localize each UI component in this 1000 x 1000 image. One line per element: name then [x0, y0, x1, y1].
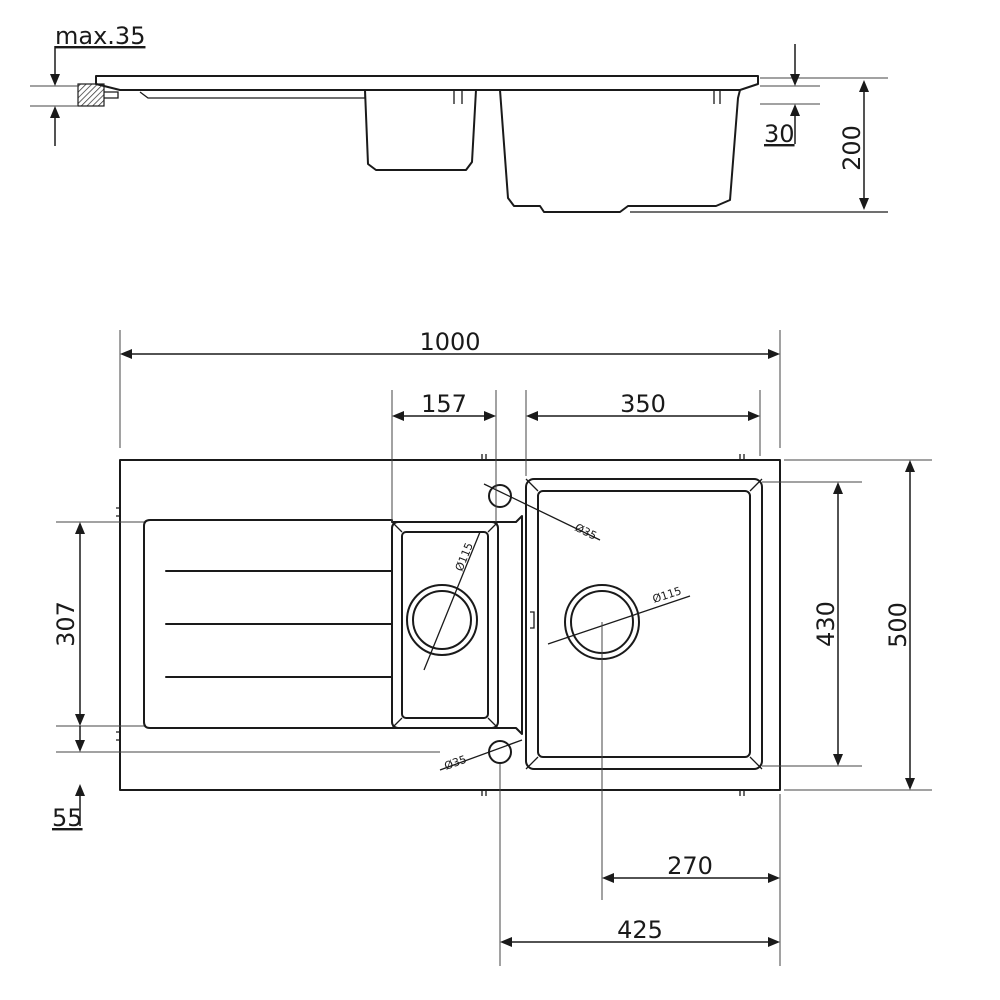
large-bowl-inner	[537, 490, 751, 758]
max-label: max.35	[55, 22, 145, 50]
side-small-bowl	[364, 89, 477, 171]
plan-view: Ø115 Ø115 Ø35 Ø35 1000 157	[52, 328, 932, 966]
sink-top-plate	[95, 75, 759, 91]
large-bowl-outer	[525, 478, 763, 770]
drainer-depth-label: 307	[52, 601, 80, 647]
large-waste-label: Ø115	[651, 584, 683, 606]
worktop-section	[77, 83, 105, 107]
small-bowl-inner	[401, 531, 489, 719]
small-bowl-outer	[391, 521, 499, 729]
small-waste-label: Ø115	[453, 541, 476, 573]
large-bowl-depth-label: 430	[812, 601, 840, 647]
edge-offset-label: 425	[617, 916, 663, 944]
small-bowl-width-label: 157	[421, 390, 467, 418]
tap-hole-bottom-label: Ø35	[443, 753, 469, 773]
depth-label: 200	[838, 125, 866, 171]
side-large-bowl	[499, 89, 741, 213]
side-view: max.35 30 200	[30, 22, 888, 213]
overall-width-label: 1000	[419, 328, 480, 356]
waste-offset-label: 270	[667, 852, 713, 880]
tap-hole-bottom	[488, 740, 512, 764]
tap-hole-top	[488, 484, 512, 508]
rim-label: 30	[764, 120, 795, 148]
large-bowl-width-label: 350	[620, 390, 666, 418]
sink-outline	[119, 459, 781, 791]
tap-hole-top-label: Ø35	[573, 521, 599, 543]
front-offset-label: 55	[52, 804, 83, 832]
overall-depth-label: 500	[884, 602, 912, 648]
small-waste-inner	[412, 590, 472, 650]
small-waste-outer	[406, 584, 478, 656]
drainer-area	[143, 515, 523, 735]
